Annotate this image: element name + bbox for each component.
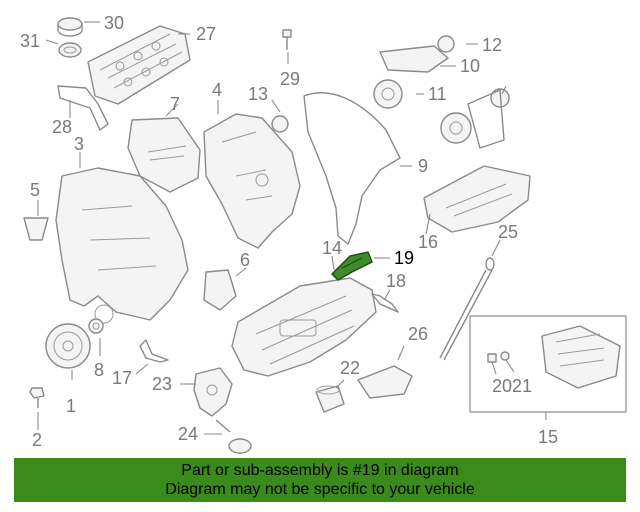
callout-7: 7 (170, 94, 180, 114)
part-7-cover (127, 117, 201, 193)
part-22-oil-filter (315, 385, 345, 413)
callout-6: 6 (240, 250, 250, 270)
part-16-undercover (423, 165, 531, 233)
callout-17: 17 (112, 368, 132, 388)
callout-29: 29 (280, 69, 300, 89)
callout-25: 25 (498, 222, 518, 242)
callout-2: 2 (32, 430, 42, 450)
callout-14: 14 (322, 238, 342, 258)
part-15-box (469, 315, 627, 413)
part-3-front-cover (55, 167, 189, 324)
part-29-bolt (282, 29, 292, 50)
part-14-oil-pan (231, 277, 377, 377)
part-11-cam-sprockets (373, 79, 472, 144)
callout-24: 24 (178, 424, 198, 444)
part-28-gasket (57, 85, 109, 131)
callout-10: 10 (460, 56, 480, 76)
part-18-tube (371, 293, 399, 313)
banner-line-1: Part or sub-assembly is #19 in diagram (181, 462, 459, 479)
part-2-bolt (29, 387, 45, 408)
callout-18: 18 (386, 271, 406, 291)
callout-13: 13 (248, 84, 268, 104)
callout-27: 27 (196, 24, 216, 44)
callout-15: 15 (538, 427, 558, 447)
callout-28: 28 (52, 117, 72, 137)
callout-12: 12 (482, 35, 502, 55)
part-19-highlighted (331, 251, 373, 281)
callout-11: 11 (428, 84, 447, 104)
part-24-strainer (215, 419, 252, 454)
part-4-timing-case (203, 113, 301, 249)
part-12-sprockets (437, 35, 510, 149)
part-23-oil-pump (193, 367, 233, 417)
callout-1: 1 (66, 396, 76, 416)
callout-31: 31 (20, 31, 40, 51)
part-31-seal (58, 42, 82, 58)
callout-9: 9 (418, 156, 428, 176)
part-17-pipe (139, 339, 169, 363)
part-8-oil-seal (88, 318, 104, 334)
part-6-gasket (203, 269, 237, 311)
part-27-valve-cover (87, 25, 191, 105)
callout-19: 19 (394, 248, 414, 268)
banner-line-2: Diagram may not be specific to your vehi… (165, 481, 475, 498)
part-10-chain-guide (379, 45, 449, 73)
callout-2021: 2021 (492, 376, 532, 396)
info-banner: Part or sub-assembly is #19 in diagram D… (14, 458, 626, 502)
leader-lines (37, 21, 547, 435)
callout-4: 4 (212, 80, 222, 100)
callout-16: 16 (418, 232, 438, 252)
part-13-sprocket (271, 115, 289, 133)
part-9-timing-chain (303, 92, 401, 245)
part-26-bracket (357, 365, 413, 399)
part-1-crank-pulley (45, 323, 91, 369)
part-30-oil-cap (57, 17, 83, 37)
callout-30: 30 (104, 13, 124, 33)
callout-5: 5 (30, 180, 40, 200)
part-5-seal (23, 217, 49, 241)
callout-23: 23 (152, 374, 172, 394)
part-25-dipstick (439, 257, 495, 361)
callout-3: 3 (74, 134, 84, 154)
callout-26: 26 (408, 324, 428, 344)
callout-labels: 30 31 27 28 29 7 4 13 3 5 9 10 12 11 16 … (20, 13, 558, 450)
callout-22: 22 (340, 358, 360, 378)
parts-diagram: 30 31 27 28 29 7 4 13 3 5 9 10 12 11 16 … (20, 13, 627, 454)
callout-8: 8 (94, 360, 104, 380)
